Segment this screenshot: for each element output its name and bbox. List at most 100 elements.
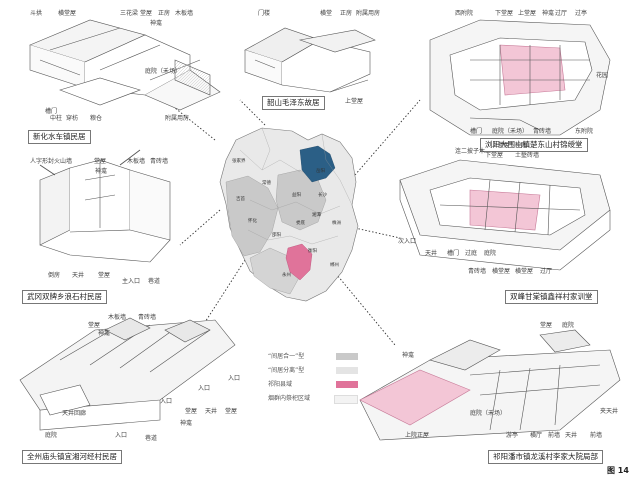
annotation: 入口 xyxy=(160,398,173,405)
annotation: 穿枋 xyxy=(66,115,79,122)
annotation: 木板墙 xyxy=(127,158,146,165)
annotation: 花园 xyxy=(596,72,609,79)
annotation: 附属用房 xyxy=(356,10,381,17)
legend-row: 祁阳县域 xyxy=(268,380,358,389)
annotation: 木板墙 xyxy=(108,314,127,321)
city-label: 张家界 xyxy=(232,159,246,164)
annotation: 连二披子木 xyxy=(455,148,486,155)
annotation: 堂屋 xyxy=(540,322,553,329)
annotation: 天井 xyxy=(425,250,438,257)
annotation: 粮仓 xyxy=(90,115,103,122)
city-label: 邵阳 xyxy=(272,233,281,238)
panel-caption: 全州庙头镇宜湘河经村民居 xyxy=(22,450,122,464)
annotation: 正房 xyxy=(158,10,171,17)
panel-caption: 祁阳潘市镇龙溪村李家大院局部 xyxy=(488,450,603,464)
panel-caption: 浏阳大围山镇楚东山村锦绶堂 xyxy=(480,138,588,152)
map-pink-region xyxy=(285,243,313,281)
annotation: 前墙 xyxy=(548,432,561,439)
annotation: 青砖墙 xyxy=(138,314,157,321)
annotation: 上堂屋 xyxy=(518,10,537,17)
annotation: 天井 xyxy=(205,408,218,415)
annotation: 庭院（禾场） xyxy=(492,128,529,135)
annotation: 天井 xyxy=(565,432,578,439)
annotation: 横堂屋 xyxy=(492,268,511,275)
annotation: 庭院（禾场） xyxy=(145,68,182,75)
annotation: 神龛 xyxy=(515,142,528,149)
city-label: 永州 xyxy=(282,273,291,278)
annotation: 横堂 xyxy=(320,10,333,17)
annotation: 巷道 xyxy=(148,278,161,285)
house-liuyang xyxy=(429,19,611,136)
legend-row: 烟群内祭祀区域 xyxy=(268,394,358,404)
legend-swatch xyxy=(336,353,358,360)
annotation: 过亭 xyxy=(575,10,588,17)
annotation: 神龛 xyxy=(98,330,111,337)
legend-swatch xyxy=(336,367,358,374)
annotation: 正房 xyxy=(340,10,353,17)
annotation: 人字形封火山墙 xyxy=(30,158,73,165)
annotation: 神龛 xyxy=(180,420,193,427)
legend-row: “间居分离”型 xyxy=(268,366,358,375)
city-label: 株洲 xyxy=(332,221,341,226)
annotation: 过厅 xyxy=(555,10,568,17)
city-label: 吉首 xyxy=(236,197,245,202)
annotation: 庭院 xyxy=(562,322,575,329)
legend-swatch xyxy=(336,381,358,388)
city-label: 岳阳 xyxy=(316,169,325,174)
annotation: 神龛 xyxy=(95,168,108,175)
city-label: 湘潭 xyxy=(312,213,321,218)
house-quanzhou xyxy=(19,317,236,431)
house-shaoshan xyxy=(244,27,376,93)
annotation: 下堂屋 xyxy=(495,10,514,17)
annotation: 堂屋 xyxy=(185,408,198,415)
annotation: 入口 xyxy=(115,432,128,439)
annotation: 堂屋 xyxy=(88,322,101,329)
annotation: 木板墙 xyxy=(175,10,194,17)
map-blue-region xyxy=(299,145,336,183)
house-qiyang xyxy=(359,329,621,441)
house-xinhua xyxy=(29,19,221,111)
city-label: 衡阳 xyxy=(308,249,317,254)
annotation: 天井回廊 xyxy=(62,410,87,417)
annotation: 横堂屋 xyxy=(58,10,77,17)
annotation: 土墼砖墙 xyxy=(515,152,540,159)
panel-caption: 新化水车镇民居 xyxy=(28,130,91,144)
annotation: 堂屋 xyxy=(98,272,111,279)
annotation: 三花梁 xyxy=(120,10,139,17)
legend-label: 祁阳县域 xyxy=(268,381,293,388)
annotation: 堂屋 xyxy=(225,408,238,415)
house-shuangfeng xyxy=(399,159,611,271)
annotation: 青砖墙 xyxy=(468,268,487,275)
city-label: 常德 xyxy=(262,181,271,186)
figure-number: 图 14 xyxy=(607,466,629,475)
annotation: 巷道 xyxy=(145,435,158,442)
legend-label: “间居合一”型 xyxy=(268,353,305,360)
annotation: 上堂屋 xyxy=(345,98,364,105)
annotation: 入口 xyxy=(198,385,211,392)
panel-caption: 武冈双牌乡浪石村民居 xyxy=(22,290,107,304)
annotation: 槽门 xyxy=(447,250,460,257)
annotation: 次入口 xyxy=(398,238,417,245)
city-label: 长沙 xyxy=(318,193,327,198)
annotation: 神龛 xyxy=(542,10,555,17)
annotation: 下堂屋 xyxy=(485,152,504,159)
annotation: 附属用房 xyxy=(165,115,190,122)
legend-label: 烟群内祭祀区域 xyxy=(268,395,311,402)
legend-label: “间居分离”型 xyxy=(268,367,305,374)
connector-lines xyxy=(149,87,421,346)
annotation: 庭院（禾场） xyxy=(470,410,507,417)
annotation: 东附院 xyxy=(575,128,594,135)
annotation: 青砖墙 xyxy=(150,158,169,165)
annotation: 槽门 xyxy=(470,128,483,135)
map-gray-region-west xyxy=(225,175,279,257)
city-label: 怀化 xyxy=(248,219,257,224)
house-wugang xyxy=(39,149,171,263)
panel-caption: 双峰甘棠镇鑫祥村家训堂 xyxy=(505,290,598,304)
legend-row: “间居合一”型 xyxy=(268,352,358,361)
annotation: 入口 xyxy=(228,375,241,382)
annotation: 横堂屋 xyxy=(515,268,534,275)
annotation: 庭院 xyxy=(45,432,58,439)
annotation: 过庭 xyxy=(465,250,478,257)
